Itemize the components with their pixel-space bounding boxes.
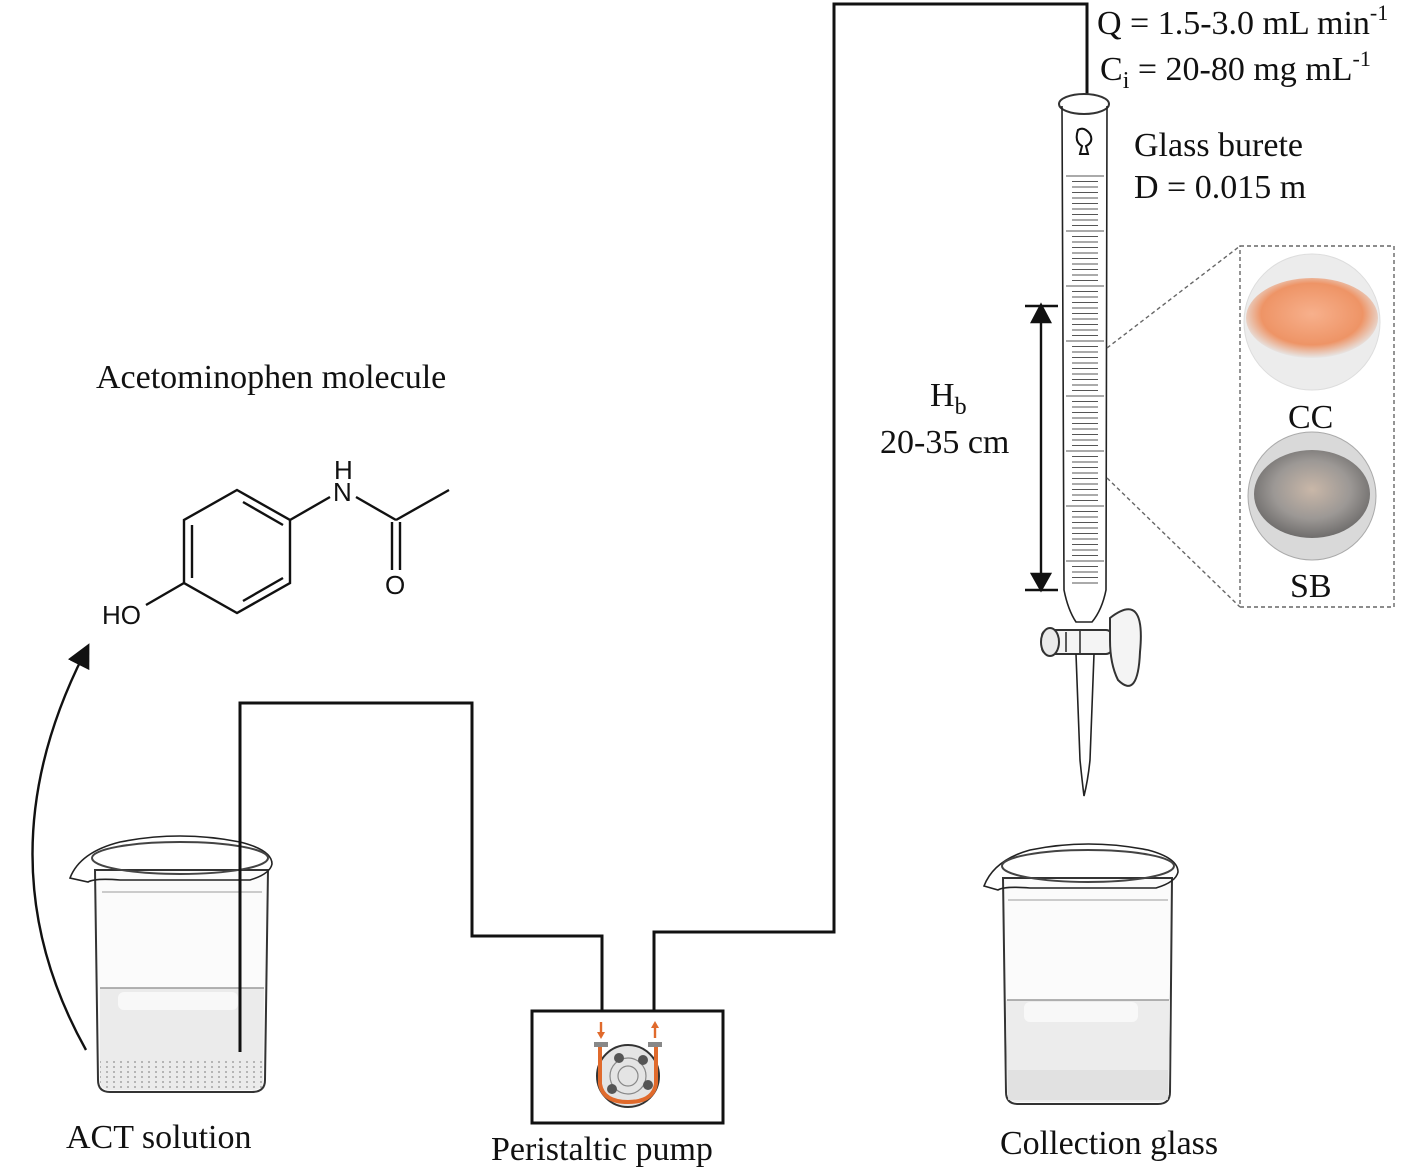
peristaltic-pump	[530, 1009, 725, 1125]
concentration-label: Ci = 20-80 mg mL-1	[1100, 46, 1371, 94]
molecule-atom-n: N	[333, 477, 352, 507]
glass-burette	[1040, 93, 1142, 797]
bed-height-symbol: Hb	[930, 377, 967, 420]
tubing-line	[238, 2, 1089, 1052]
pump-label: Peristaltic pump	[491, 1131, 713, 1168]
flow-rate-label: Q = 1.5-3.0 mL min-1	[1097, 0, 1388, 42]
molecule-atom-h: H	[334, 455, 353, 485]
source-beaker	[68, 835, 273, 1093]
molecule-title: Acetominophen molecule	[96, 359, 446, 396]
molecule-atom-ho: HO	[102, 600, 141, 630]
sample-cc-label: CC	[1288, 399, 1333, 436]
burette-title: Glass burete	[1134, 127, 1303, 164]
adsorbent-inset	[1106, 245, 1395, 608]
burette-graduations	[1066, 175, 1104, 584]
source-beaker-label: ACT solution	[66, 1119, 251, 1156]
acetaminophen-structure	[145, 488, 450, 615]
bed-height-range: 20-35 cm	[880, 424, 1009, 461]
bed-height-indicator	[1025, 302, 1058, 593]
collector-label: Collection glass	[1000, 1125, 1218, 1162]
molecule-link-arrow	[31, 643, 90, 1051]
sample-sb-label: SB	[1290, 568, 1332, 605]
collection-beaker	[982, 843, 1179, 1105]
burette-diameter: D = 0.015 m	[1134, 169, 1306, 206]
molecule-atom-o: O	[385, 570, 405, 600]
